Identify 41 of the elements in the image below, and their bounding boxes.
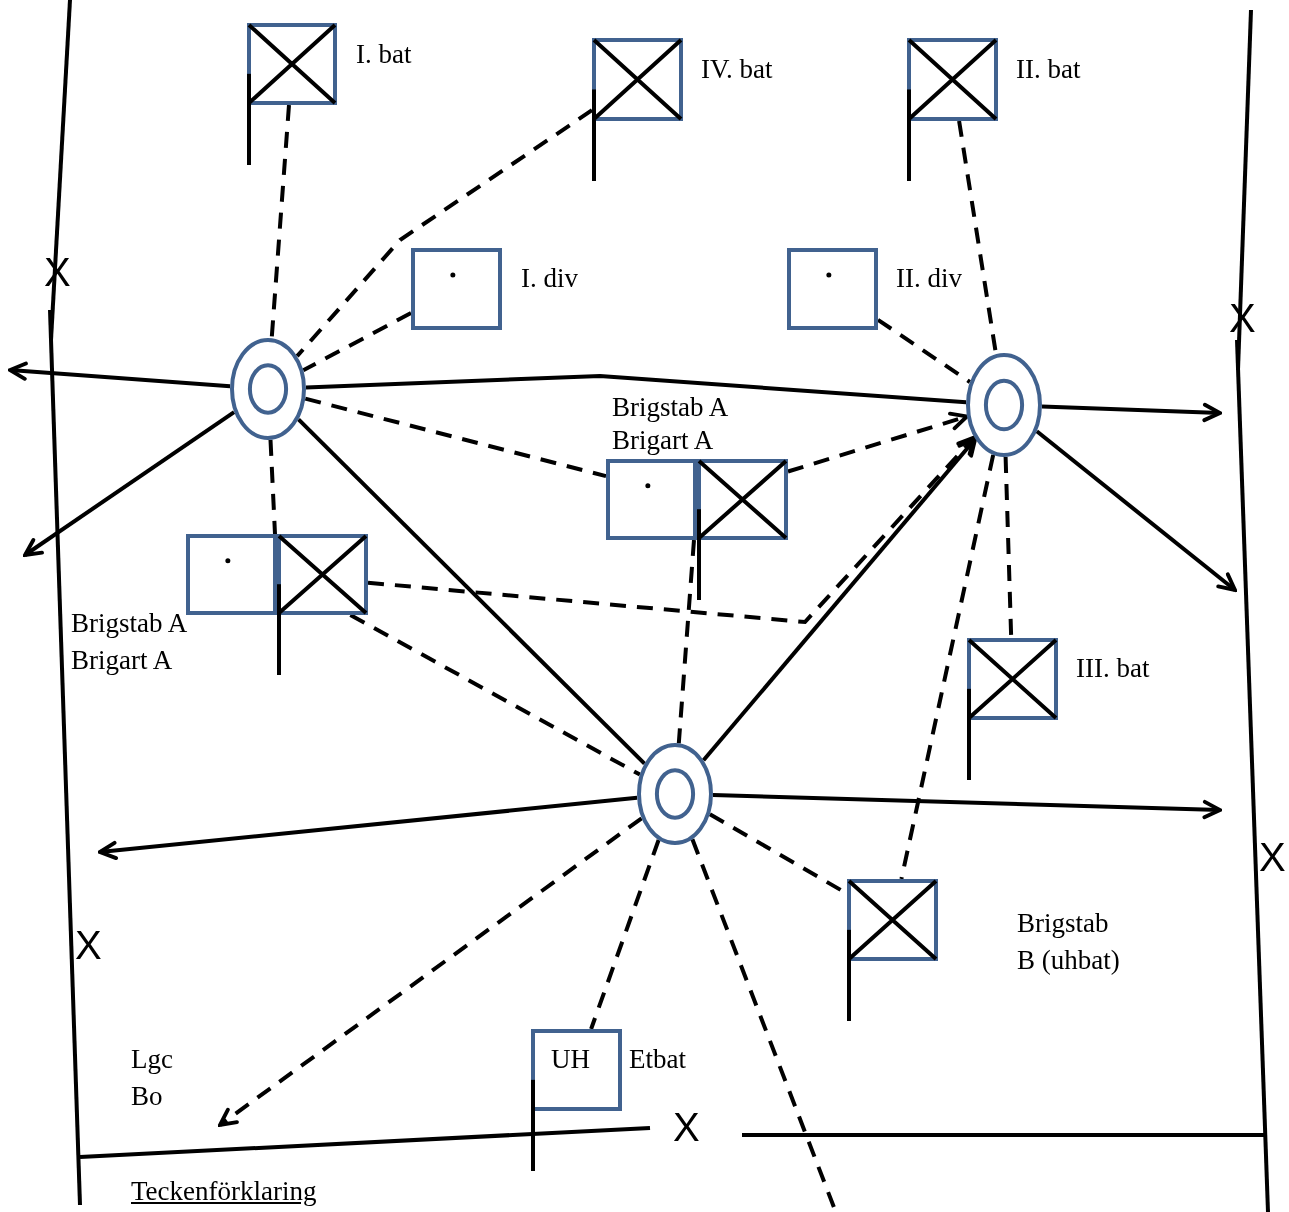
boundary-mark: X (1259, 837, 1286, 877)
unit-label: Brigart A (612, 424, 714, 457)
dashed-line (349, 613, 641, 777)
dashed-arrow (367, 435, 977, 625)
unit-label: Brigstab A (71, 607, 188, 640)
unit-label: Brigstab A (612, 391, 729, 424)
connector-line (297, 418, 646, 765)
unit-label: I. div (521, 262, 578, 295)
dashed-line (589, 839, 661, 1030)
map-label: Lgc Bo (131, 1043, 174, 1113)
dashed-line (676, 539, 696, 744)
dashed-arrow (787, 411, 969, 474)
unit-label: Brigart A (71, 644, 173, 677)
unit-label: II. bat (1016, 53, 1081, 86)
boundary-mark: X (673, 1107, 700, 1147)
dashed-line (876, 318, 972, 384)
unit-label: UH (551, 1043, 590, 1076)
unit-label: I. bat (356, 38, 412, 71)
arrow (23, 410, 236, 557)
arrow (1035, 429, 1237, 592)
unit-label: IV. bat (701, 53, 773, 86)
dashed-line (268, 439, 277, 535)
dashed-line (295, 108, 594, 358)
legend-heading: Teckenförklaring (131, 1175, 317, 1208)
dashed-line (269, 104, 291, 339)
boundary-mark: X (75, 925, 102, 965)
unit-label: Etbat (629, 1043, 686, 1076)
dashed-line (690, 838, 837, 1211)
arrow (98, 795, 638, 861)
dashed-line (304, 396, 607, 479)
dashed-arrow (218, 816, 643, 1127)
arrow (1041, 402, 1222, 423)
arrow (712, 793, 1222, 820)
unit-label: III. bat (1076, 652, 1150, 685)
arrow (8, 361, 231, 389)
arrow (701, 437, 978, 762)
dashed-line (899, 454, 996, 880)
connector-line (305, 374, 967, 405)
dashed-line (302, 311, 412, 373)
unit-label: II. div (896, 262, 962, 295)
unit-label: Brigstab B (uhbat) (1017, 907, 1121, 977)
